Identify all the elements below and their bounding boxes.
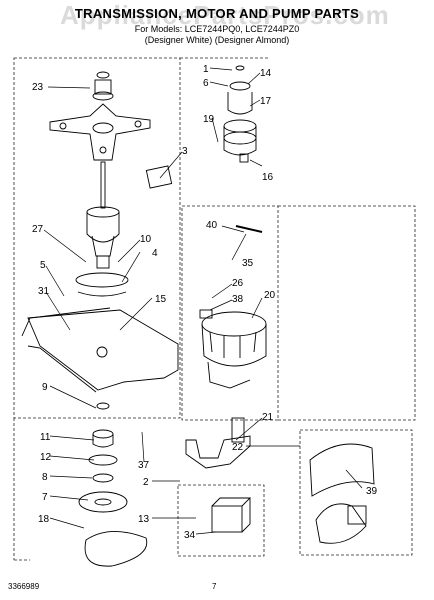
callout-4: 4 xyxy=(152,248,158,259)
pump-assembly xyxy=(223,65,257,163)
dashed-boundaries xyxy=(13,57,416,561)
callout-37: 37 xyxy=(138,460,150,471)
models-line: For Models: LCE7244PQ0, LCE7244PZ0 xyxy=(134,24,300,34)
callout-22: 22 xyxy=(232,442,244,453)
callout-21: 21 xyxy=(262,412,274,423)
callout-20: 20 xyxy=(264,290,276,301)
capacitor xyxy=(211,497,252,533)
callout-6: 6 xyxy=(203,78,209,89)
callout-17: 17 xyxy=(260,96,272,107)
page-number: 7 xyxy=(212,582,217,591)
document-number: 3366989 xyxy=(8,582,40,591)
callout-2: 2 xyxy=(143,477,149,488)
diagram-title: TRANSMISSION, MOTOR AND PUMP PARTS xyxy=(74,6,360,21)
motor xyxy=(199,225,267,389)
base-plate xyxy=(21,272,179,393)
callout-31: 31 xyxy=(38,286,50,297)
callout-12: 12 xyxy=(40,452,52,463)
callout-34: 34 xyxy=(184,530,196,541)
callout-27: 27 xyxy=(32,224,44,235)
callout-14: 14 xyxy=(260,68,272,79)
callout-9: 9 xyxy=(42,382,48,393)
callout-26: 26 xyxy=(232,278,244,289)
callout-13: 13 xyxy=(138,514,150,525)
callout-5: 5 xyxy=(40,260,46,271)
leader-lines xyxy=(43,67,363,535)
callout-35: 35 xyxy=(242,258,254,269)
callout-16: 16 xyxy=(262,172,274,183)
callout-numbers: 1 6 14 17 19 16 23 3 27 10 4 5 31 15 40 … xyxy=(32,64,378,541)
callout-38: 38 xyxy=(232,294,244,305)
callout-19: 19 xyxy=(203,114,215,125)
callout-3: 3 xyxy=(182,146,188,157)
callout-39: 39 xyxy=(366,486,378,497)
callout-7: 7 xyxy=(42,492,48,503)
drive-assembly xyxy=(49,71,173,269)
callout-23: 23 xyxy=(32,82,44,93)
variants-line: (Designer White) (Designer Almond) xyxy=(144,35,290,45)
watermark: AppliancePartsPros.com xyxy=(60,0,390,30)
callout-11: 11 xyxy=(40,432,51,443)
callout-15: 15 xyxy=(155,294,167,305)
callout-10: 10 xyxy=(140,234,152,245)
callout-18: 18 xyxy=(38,514,50,525)
motor-bracket xyxy=(185,417,251,469)
callout-40: 40 xyxy=(206,220,218,231)
drain-pump xyxy=(309,443,375,544)
callout-1: 1 xyxy=(203,64,209,75)
callout-8: 8 xyxy=(42,472,48,483)
lower-drive-parts xyxy=(78,402,148,567)
